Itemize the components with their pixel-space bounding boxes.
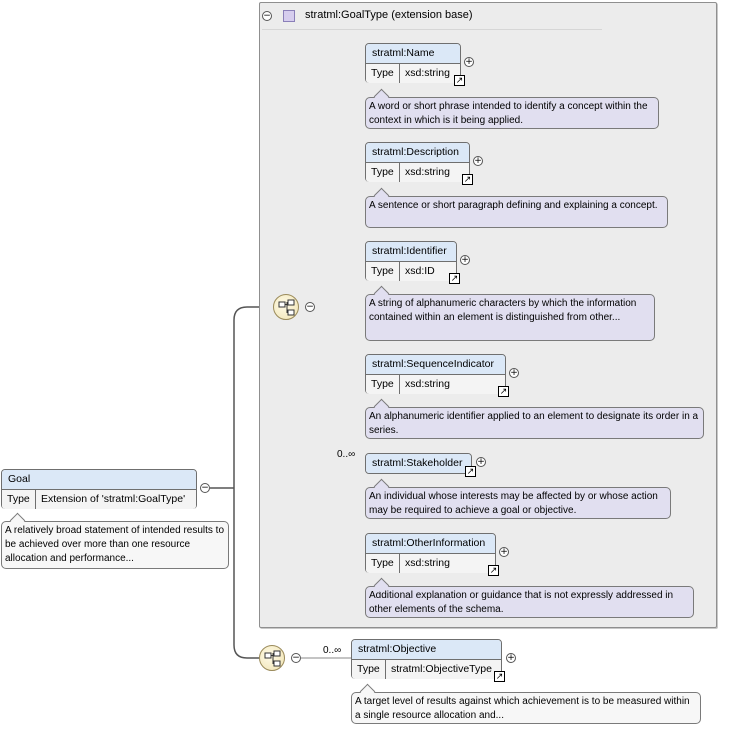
element-name: stratml:SequenceIndicator	[366, 355, 505, 375]
expand-name-icon[interactable]: +	[464, 57, 474, 67]
element-name: Goal	[2, 470, 196, 490]
sequence-compositor-icon[interactable]	[273, 294, 299, 320]
sequence-compositor-icon[interactable]	[259, 645, 285, 671]
expand-identifier-icon[interactable]: +	[460, 255, 470, 265]
type-label: Type	[366, 262, 400, 281]
collapse-root-icon[interactable]: −	[200, 483, 210, 493]
description-documentation: A sentence or short paragraph defining a…	[365, 196, 668, 228]
element-name: stratml:Description	[366, 143, 469, 163]
expand-stakeholder-icon[interactable]: +	[476, 457, 486, 467]
type-reference-icon[interactable]: ↗	[462, 174, 473, 185]
element-name: stratml:Stakeholder	[366, 454, 471, 473]
type-label: Type	[2, 490, 36, 509]
type-value: stratml:ObjectiveType	[391, 663, 492, 675]
type-label: Type	[366, 375, 400, 394]
element-name: stratml:Identifier	[366, 242, 456, 262]
type-reference-icon[interactable]: ↗	[494, 671, 505, 682]
type-reference-icon[interactable]: ↗	[498, 386, 509, 397]
other-information-documentation: Additional explanation or guidance that …	[365, 586, 694, 618]
element-stakeholder-node[interactable]: stratml:Stakeholder	[365, 453, 472, 474]
element-name-node[interactable]: stratml:Name Type xsd:string	[365, 43, 461, 83]
expand-sequence-indicator-icon[interactable]: +	[509, 368, 519, 378]
type-reference-icon[interactable]: ↗	[449, 273, 460, 284]
element-other-information-node[interactable]: stratml:OtherInformation Type xsd:string	[365, 533, 496, 573]
type-value: xsd:string	[405, 557, 450, 569]
stakeholder-documentation: An individual whose interests may be aff…	[365, 487, 671, 519]
collapse-sequence-icon[interactable]: −	[305, 302, 315, 312]
type-label: Type	[366, 163, 400, 182]
element-name: stratml:Name	[366, 44, 460, 64]
group-title-separator	[262, 29, 602, 30]
type-value: Extension of 'stratml:GoalType'	[41, 493, 186, 505]
type-reference-icon[interactable]: ↗	[454, 75, 465, 86]
element-identifier-node[interactable]: stratml:Identifier Type xsd:ID	[365, 241, 457, 281]
type-reference-icon[interactable]: ↗	[488, 565, 499, 576]
type-value: xsd:string	[405, 378, 450, 390]
element-objective-node[interactable]: stratml:Objective Type stratml:ObjectiveT…	[351, 639, 502, 679]
group-title: stratml:GoalType (extension base)	[305, 9, 473, 21]
type-label: Type	[366, 64, 400, 83]
objective-documentation: A target level of results against which …	[351, 692, 701, 724]
type-reference-icon[interactable]: ↗	[465, 466, 476, 477]
identifier-documentation: A string of alphanumeric characters by w…	[365, 294, 655, 341]
type-label: Type	[366, 554, 400, 573]
element-name: stratml:OtherInformation	[366, 534, 495, 554]
type-label: Type	[352, 660, 386, 679]
collapse-sequence-icon[interactable]: −	[291, 653, 301, 663]
root-documentation: A relatively broad statement of intended…	[1, 521, 229, 569]
element-sequence-indicator-node[interactable]: stratml:SequenceIndicator Type xsd:string	[365, 354, 506, 394]
stakeholder-cardinality: 0..∞	[337, 449, 356, 460]
collapse-group-icon[interactable]: −	[262, 11, 272, 21]
name-documentation: A word or short phrase intended to ident…	[365, 97, 659, 129]
type-value: xsd:string	[405, 166, 450, 178]
type-value: xsd:ID	[405, 265, 435, 277]
objective-cardinality: 0..∞	[323, 645, 342, 656]
expand-other-information-icon[interactable]: +	[499, 547, 509, 557]
expand-description-icon[interactable]: +	[473, 156, 483, 166]
type-value: xsd:string	[405, 67, 450, 79]
element-name: stratml:Objective	[352, 640, 501, 660]
sequence-indicator-documentation: An alphanumeric identifier applied to an…	[365, 407, 704, 439]
element-description-node[interactable]: stratml:Description Type xsd:string	[365, 142, 470, 182]
root-element-goal[interactable]: Goal Type Extension of 'stratml:GoalType…	[1, 469, 197, 509]
complex-type-icon	[283, 10, 295, 22]
expand-objective-icon[interactable]: +	[506, 653, 516, 663]
